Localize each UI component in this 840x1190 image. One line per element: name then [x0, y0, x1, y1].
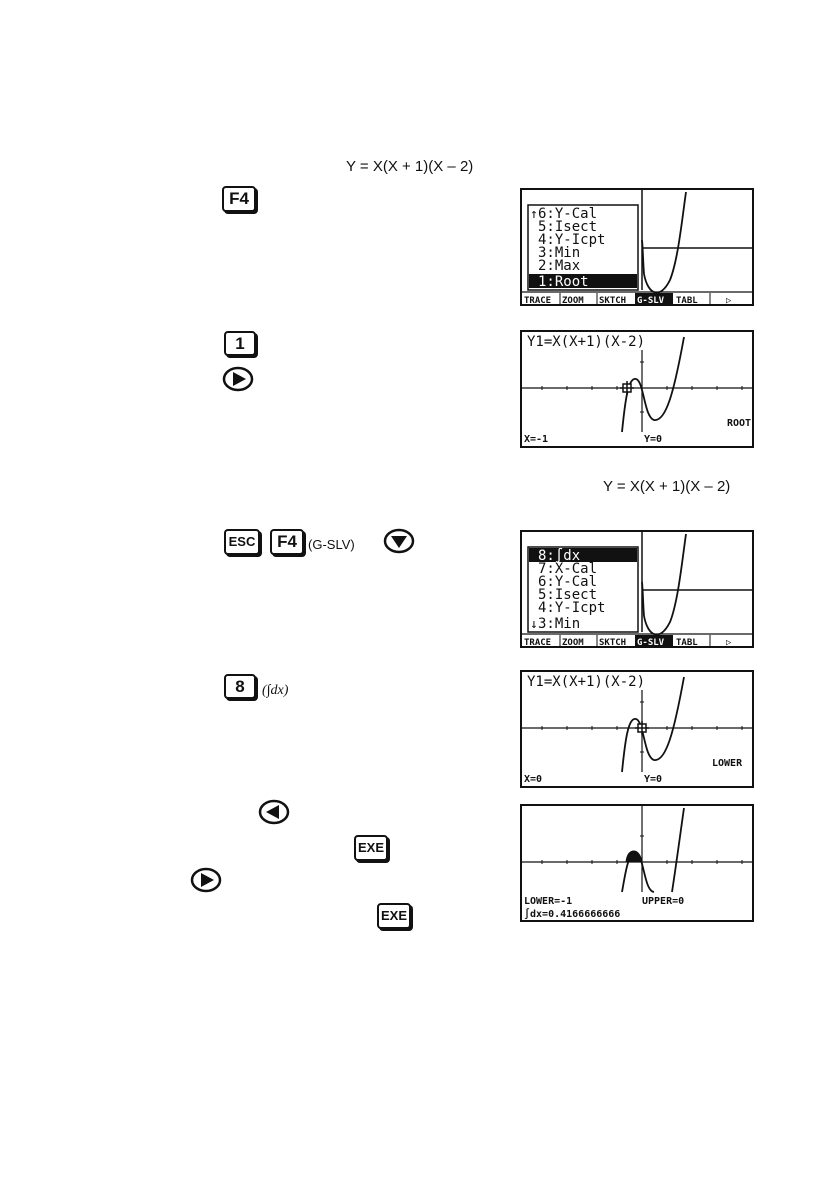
- right-arrow-key-icon: [222, 366, 254, 392]
- x-readout: X=0: [524, 774, 542, 785]
- down-arrow-key-icon: [383, 528, 415, 554]
- func-key-sktch: SKTCH: [599, 296, 626, 306]
- calc-screen-lower-select: Y1=X(X+1)(X-2) LOWER X=0 Y=0: [520, 670, 754, 788]
- number-8-key-label: 8: [235, 677, 245, 696]
- func-key-tabl: TABL: [676, 638, 698, 648]
- exe-key-2: EXE: [377, 903, 411, 929]
- func-key-trace: TRACE: [524, 296, 551, 306]
- calc-screen-gslv-menu-1: ↑ 6:Y-Cal 5:Isect 4:Y-Icpt 3:Min 2:Max 1…: [520, 188, 754, 306]
- func-key-trace: TRACE: [524, 638, 551, 648]
- menu-up-arrow: ↑: [530, 207, 538, 222]
- y-readout: Y=0: [644, 774, 662, 785]
- number-1-key: 1: [224, 331, 256, 356]
- menu-item: 4:Y-Icpt: [538, 600, 605, 616]
- menu-item: 5:Isect: [538, 587, 597, 603]
- exe-key-1-label: EXE: [357, 840, 384, 855]
- exe-key-2-label: EXE: [380, 908, 407, 923]
- menu-item: 3:Min: [538, 245, 580, 261]
- func-key-more: ▷: [726, 296, 732, 306]
- esc-key-label: ESC: [228, 534, 256, 549]
- menu-item-selected: 1:Root: [538, 274, 589, 290]
- calc-screen-root-result: Y1=X(X+1)(X-2) ROOT X=-1 Y=0: [520, 330, 754, 448]
- equation-heading-1: Y = X(X + 1)(X – 2): [346, 158, 474, 175]
- f4-key-label: F4: [229, 189, 249, 208]
- equation-heading-2: Y = X(X + 1)(X – 2): [603, 478, 731, 495]
- mode-label: LOWER: [712, 758, 743, 769]
- func-key-gslv: G-SLV: [637, 638, 665, 648]
- menu-item: 4:Y-Icpt: [538, 232, 605, 248]
- func-key-zoom: ZOOM: [562, 296, 584, 306]
- func-key-tabl: TABL: [676, 296, 698, 306]
- menu-item: 5:Isect: [538, 219, 597, 235]
- menu-item-selected: 8:∫dx: [538, 547, 580, 564]
- func-key-sktch: SKTCH: [599, 638, 626, 648]
- graph-formula: Y1=X(X+1)(X-2): [527, 674, 645, 690]
- number-8-key: 8: [224, 674, 256, 699]
- integral-note: (∫dx): [262, 683, 289, 698]
- number-1-key-label: 1: [235, 334, 245, 353]
- menu-item: 3:Min: [538, 616, 580, 632]
- f4-key-2: F4: [270, 529, 304, 555]
- func-key-gslv: G-SLV: [637, 296, 665, 306]
- graph-formula: Y1=X(X+1)(X-2): [527, 334, 645, 350]
- esc-key: ESC: [224, 529, 260, 555]
- func-key-more: ▷: [726, 638, 732, 648]
- lower-readout: LOWER=-1: [524, 896, 572, 907]
- integral-result: ∫dx=0.4166666666: [524, 908, 620, 920]
- menu-item: 6:Y-Cal: [538, 574, 597, 590]
- y-readout: Y=0: [644, 434, 662, 445]
- menu-item: 6:Y-Cal: [538, 206, 597, 222]
- calc-screen-gslv-menu-2: 8:∫dx 7:X-Cal 6:Y-Cal 5:Isect 4:Y-Icpt ↓…: [520, 530, 754, 648]
- mode-label: ROOT: [727, 418, 751, 429]
- left-arrow-key-icon: [258, 799, 290, 825]
- menu-down-arrow: ↓: [530, 617, 538, 632]
- func-key-zoom: ZOOM: [562, 638, 584, 648]
- upper-readout: UPPER=0: [642, 896, 684, 907]
- f4-key: F4: [222, 186, 256, 212]
- right-arrow-key-icon-2: [190, 867, 222, 893]
- menu-item: 2:Max: [538, 258, 580, 274]
- x-readout: X=-1: [524, 434, 548, 445]
- menu-item: 7:X-Cal: [538, 561, 597, 577]
- exe-key-1: EXE: [354, 835, 388, 861]
- g-slv-note: (G-SLV): [308, 537, 355, 552]
- calc-screen-integral-result: LOWER=-1 UPPER=0 ∫dx=0.4166666666: [520, 804, 754, 922]
- f4-key-2-label: F4: [277, 532, 297, 551]
